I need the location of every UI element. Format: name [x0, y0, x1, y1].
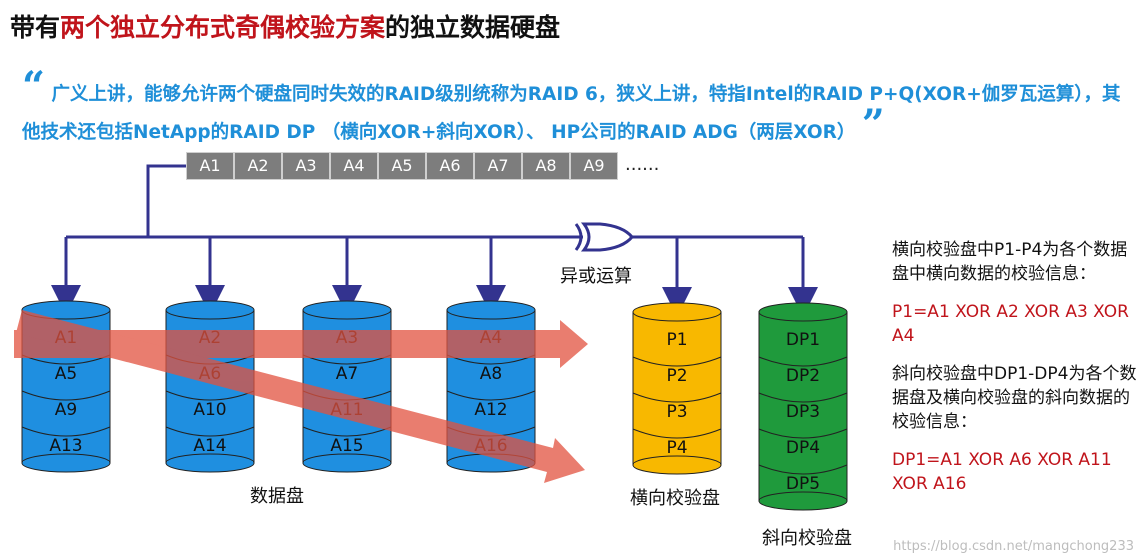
disk-block-label: P3 — [666, 402, 687, 422]
disk-block-label: A12 — [474, 400, 507, 420]
diagonal-xor-arrow — [16, 310, 585, 483]
disk-block-label: A13 — [49, 436, 82, 456]
disk-block-label: A5 — [55, 364, 77, 384]
quote-block: “ 广义上讲，能够允许两个硬盘同时失效的RAID级别统称为RAID 6，狭义上讲… — [22, 67, 1132, 148]
stripe-block: A6 — [426, 152, 474, 180]
disk-block-label: DP3 — [786, 402, 820, 422]
p1-formula: P1=A1 XOR A2 XOR A3 XOR A4 — [892, 302, 1129, 346]
parity-disk-label: 横向校验盘 — [630, 488, 720, 509]
disk-block-label: A15 — [330, 436, 363, 456]
title-highlight: 两个独立分布式奇偶校验方案 — [60, 13, 386, 42]
close-quote-mark: ” — [861, 101, 885, 148]
red-arrow-group — [14, 310, 588, 483]
stripe-block: A2 — [234, 152, 282, 180]
open-quote-mark: “ — [22, 63, 46, 110]
disk-block-label: A9 — [55, 400, 77, 420]
quote-text: 广义上讲，能够允许两个硬盘同时失效的RAID级别统称为RAID 6，狭义上讲，特… — [22, 84, 1121, 143]
side-notes: 横向校验盘中P1-P4为各个数据盘中横向数据的校验信息： P1=A1 XOR A… — [892, 238, 1142, 510]
stripe-block: A9 — [570, 152, 618, 180]
disk-block-label: DP2 — [786, 366, 820, 386]
xor-label: 异或运算 — [560, 266, 632, 287]
disk-block-label: P1 — [666, 330, 687, 350]
disk-block-label: DP1 — [786, 330, 820, 350]
disk-block-label: DP4 — [786, 438, 820, 458]
stripe-block: A4 — [330, 152, 378, 180]
disk-block-label: A14 — [193, 436, 226, 456]
stripe-block: A8 — [522, 152, 570, 180]
stripe-to-bus-line — [146, 164, 186, 237]
stripe-block: A5 — [378, 152, 426, 180]
stripe-block: A7 — [474, 152, 522, 180]
stripe-block: A3 — [282, 152, 330, 180]
disk-block-label: A8 — [480, 364, 502, 384]
watermark: https://blog.csdn.net/mangchong233 — [893, 539, 1134, 554]
dp1-formula: DP1=A1 XOR A6 XOR A11 XOR A16 — [892, 450, 1112, 494]
page-title: 带有两个独立分布式奇偶校验方案的独立数据硬盘 — [10, 13, 561, 42]
disk-block-label: DP5 — [786, 474, 820, 494]
stripe-block: A1 — [186, 152, 234, 180]
connector-lines — [51, 164, 818, 317]
xor-gate-icon — [574, 222, 634, 252]
disk-block-label: A7 — [336, 364, 358, 384]
data-disk-label: 数据盘 — [250, 486, 304, 507]
stripe-ellipsis: ...... — [625, 154, 660, 175]
disk-block-label: P2 — [666, 366, 687, 386]
diagonal-disk-label: 斜向校验盘 — [762, 528, 852, 549]
horizontal-parity-note: 横向校验盘中P1-P4为各个数据盘中横向数据的校验信息： — [892, 240, 1128, 284]
disk-block-label: P4 — [666, 438, 687, 458]
diagonal-parity-note: 斜向校验盘中DP1-DP4为各个数据盘及横向校验盘的斜向数据的校验信息： — [892, 364, 1137, 432]
disk-block-label: A10 — [193, 400, 226, 420]
